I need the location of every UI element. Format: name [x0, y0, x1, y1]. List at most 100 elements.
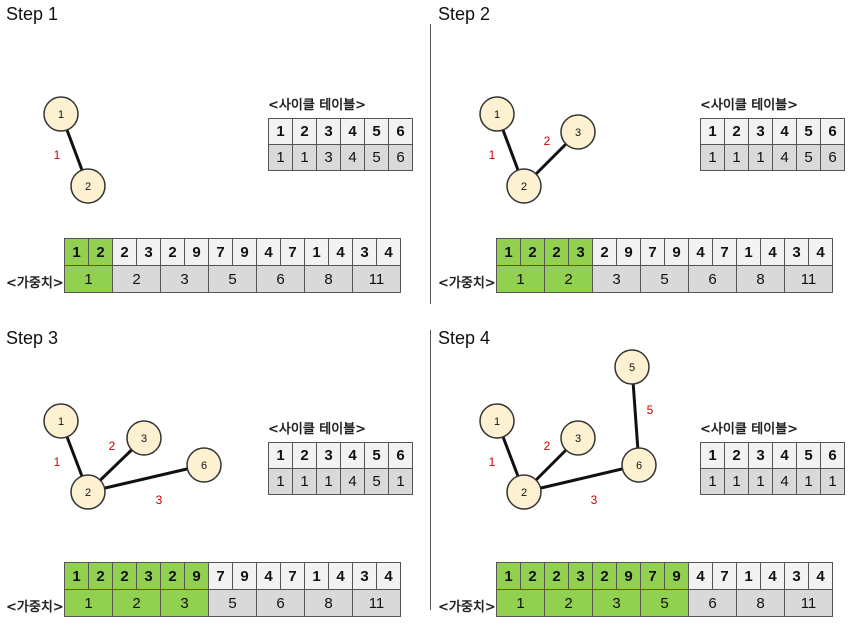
edge-weight-label: 1 — [54, 455, 61, 469]
weight-row-label: <가중치> — [438, 276, 496, 291]
edge-endpoint-cell: 3 — [784, 562, 809, 590]
edge-endpoint-cell: 4 — [808, 238, 833, 266]
edge-endpoint-cell: 3 — [352, 238, 377, 266]
edge-weight-cell: 5 — [640, 589, 689, 617]
cycle-node-cell: 2 — [724, 442, 749, 469]
cycle-table-title: <사이클 테이블> — [268, 98, 367, 113]
graph-node-label: 6 — [636, 460, 642, 472]
edge-endpoint-cell: 9 — [664, 238, 689, 266]
cycle-parent-cell: 1 — [724, 144, 749, 171]
cycle-parent-cell: 1 — [292, 144, 317, 171]
edge-weight-cell: 1 — [64, 265, 113, 293]
graph-node-label: 3 — [575, 433, 581, 445]
graph-node-3 — [560, 420, 596, 456]
edge-weight-cell: 6 — [688, 265, 737, 293]
cycle-parent-cell: 1 — [316, 468, 341, 495]
weight-row-label: <가중치> — [438, 600, 496, 615]
cycle-parent-cell: 1 — [748, 144, 773, 171]
cycle-parent-cell: 4 — [340, 468, 365, 495]
edge-endpoint-cell: 9 — [184, 238, 209, 266]
edge-endpoint-cell: 2 — [160, 238, 185, 266]
edge-weight-cell: 6 — [256, 265, 305, 293]
edge-endpoint-cell: 7 — [640, 562, 665, 590]
cycle-node-cell: 6 — [820, 442, 845, 469]
edge-weight-cell: 6 — [688, 589, 737, 617]
edge-weight-cell: 8 — [304, 589, 353, 617]
graph-node-1 — [43, 403, 79, 439]
edge-endpoint-cell: 3 — [784, 238, 809, 266]
vertical-divider-bottom — [430, 330, 431, 610]
cycle-node-cell: 5 — [364, 442, 389, 469]
cycle-parent-cell: 1 — [724, 468, 749, 495]
edge-endpoint-cell: 2 — [88, 238, 113, 266]
cycle-table-title: <사이클 테이블> — [700, 98, 799, 113]
edge-endpoint-cell: 4 — [688, 562, 713, 590]
edge-weight-cell: 1 — [496, 265, 545, 293]
edge-endpoint-cell: 2 — [520, 238, 545, 266]
edge-endpoint-cell: 3 — [568, 562, 593, 590]
cycle-node-cell: 6 — [820, 118, 845, 145]
cycle-parent-cell: 1 — [796, 468, 821, 495]
edge-weight-cell: 1 — [496, 589, 545, 617]
edge-endpoint-cell: 7 — [712, 238, 737, 266]
edge-endpoint-cell: 4 — [256, 562, 281, 590]
cycle-node-cell: 6 — [388, 118, 413, 145]
edge-weight-label: 2 — [109, 439, 116, 453]
edge-endpoint-cell: 1 — [496, 562, 521, 590]
edge-weight-cell: 2 — [544, 589, 593, 617]
edge-endpoint-cell: 1 — [736, 562, 761, 590]
graph-node-6 — [186, 447, 222, 483]
cycle-node-cell: 3 — [748, 118, 773, 145]
edge-weight-cell: 11 — [784, 589, 833, 617]
edge-endpoint-cell: 4 — [760, 562, 785, 590]
graph-node-1 — [479, 96, 515, 132]
edge-weight-label: 3 — [156, 493, 163, 507]
edge-endpoint-cell: 1 — [496, 238, 521, 266]
edge-weight-cell: 2 — [112, 265, 161, 293]
edge-endpoint-cell: 4 — [376, 238, 401, 266]
edge-weight-cell: 3 — [592, 589, 641, 617]
cycle-parent-cell: 4 — [772, 468, 797, 495]
edge-endpoint-cell: 2 — [160, 562, 185, 590]
step-title: Step 4 — [438, 328, 491, 348]
edge-weight-label: 3 — [591, 493, 598, 507]
edge-weight-cell: 11 — [352, 589, 401, 617]
graph-node-label: 6 — [201, 460, 207, 472]
edge-endpoint-cell: 2 — [592, 238, 617, 266]
edge-endpoint-cell: 7 — [712, 562, 737, 590]
edge-weight-cell: 5 — [640, 265, 689, 293]
edge-endpoint-cell: 9 — [664, 562, 689, 590]
edge-endpoint-cell: 2 — [520, 562, 545, 590]
cycle-node-cell: 4 — [340, 118, 365, 145]
edge-endpoint-cell: 9 — [232, 562, 257, 590]
cycle-node-cell: 4 — [340, 442, 365, 469]
edge-weight-cell: 8 — [304, 265, 353, 293]
edge-endpoint-cell: 3 — [136, 238, 161, 266]
vertical-divider-top — [430, 24, 431, 304]
graph-node-2 — [70, 474, 106, 510]
graph-node-6 — [621, 447, 657, 483]
edge-2-6 — [87, 463, 205, 494]
cycle-node-cell: 2 — [724, 118, 749, 145]
edge-endpoint-cell: 3 — [568, 238, 593, 266]
graph-node-2 — [70, 168, 106, 204]
step-title: Step 2 — [438, 4, 491, 24]
step-title: Step 3 — [6, 328, 59, 348]
graph-diagram: 112 — [43, 96, 106, 204]
cycle-parent-cell: 1 — [748, 468, 773, 495]
graph-node-label: 1 — [494, 109, 500, 121]
edge-endpoint-cell: 1 — [64, 562, 89, 590]
edge-endpoint-cell: 1 — [64, 238, 89, 266]
edge-weight-cell: 2 — [544, 265, 593, 293]
edge-weight-cell: 8 — [736, 589, 785, 617]
cycle-node-cell: 4 — [772, 118, 797, 145]
graph-node-label: 3 — [575, 127, 581, 139]
